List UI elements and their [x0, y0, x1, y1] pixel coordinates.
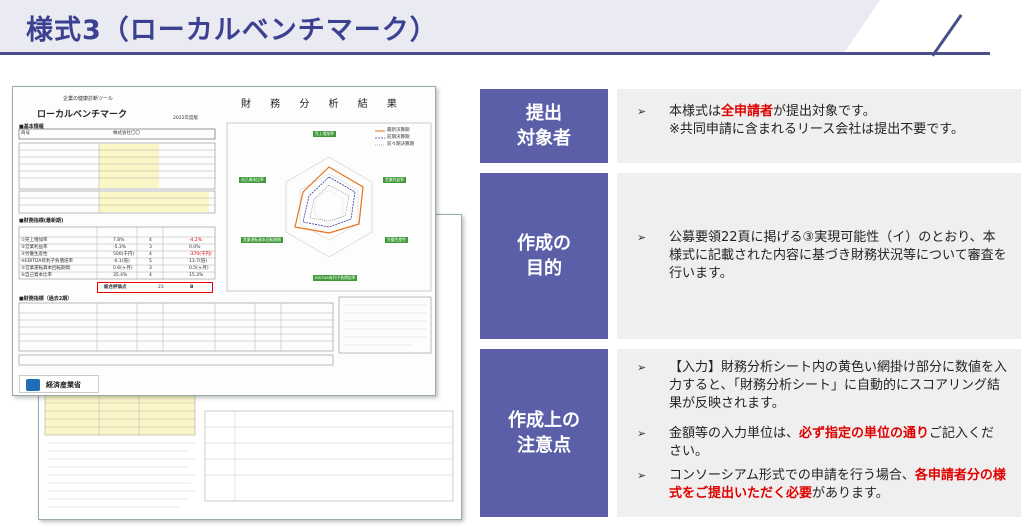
indicator-value: 500(千円) [113, 252, 135, 257]
indicator-name: ⑤営業運転資本回転期間 [21, 266, 71, 271]
bullet-text: コンソーシアム形式での申請を行う場合、各申請者分の様式をご提出いただく必要があり… [669, 467, 1007, 503]
indicator-mean: 0.0% [189, 245, 201, 250]
body-text: 公募要領22頁に掲げる③実現可能性（イ）のとおり、本様式に記載された内容に基づき… [669, 230, 1007, 281]
highlight-text: 必ず指定の単位の通り [799, 426, 930, 441]
legend-entry: 前期決算期 [387, 135, 410, 140]
indicator-score: 4 [149, 252, 152, 257]
indicator-score: 3 [149, 245, 152, 250]
section-financial: ■財務指標(最新期) [19, 218, 64, 224]
title-background [0, 0, 880, 52]
indicator-name: ④EBITDA有利子負債倍率 [21, 259, 74, 264]
label-purpose-text: 作成の 目的 [517, 233, 571, 279]
legend-entry: 前々期決算期 [387, 142, 414, 147]
indicator-name: ⑥自己資本比率 [21, 273, 53, 278]
total-score-value: 23 [158, 285, 164, 290]
body-text: があります。 [812, 486, 889, 501]
radar-axis-label: EBITDA有利子負債倍率 [313, 275, 358, 281]
indicator-name: ①売上増加率 [21, 238, 48, 243]
indicator-mean: -370(千円) [189, 252, 212, 257]
body-text: ご記入ください。 [669, 426, 995, 459]
indicator-mean: -4.2% [189, 238, 203, 243]
form-sheet-front: 企業の健康診断ツール ローカルベンチマーク 2022年度版 財 務 分 析 結 … [12, 86, 436, 396]
company-value: 株式会社〇〇 [113, 131, 140, 136]
indicator-value: 35.4% [113, 273, 128, 278]
bullet-icon: ➢ [637, 105, 647, 118]
body-text: 本様式は [669, 104, 722, 119]
indicator-name: ③労働生産性 [21, 252, 48, 257]
content-target: ➢ 本様式は全申請者が提出対象です。 ※共同申請に含まれるリース会社は提出不要です… [617, 89, 1021, 163]
total-score-box: 総合評価点 23 B [97, 282, 213, 293]
radar-axis-label: 労働生産性 [385, 237, 408, 243]
company-label: 商号 [21, 131, 30, 136]
indicator-score: 4 [149, 238, 152, 243]
bullet-text: 本様式は全申請者が提出対象です。 ※共同申請に含まれるリース会社は提出不要です。 [669, 103, 1007, 139]
radar-axis-label: 営業利益率 [383, 177, 406, 183]
logo-subtitle: 企業の健康診断ツール [63, 96, 114, 102]
legend-entry: 最新決算期 [387, 128, 410, 133]
body-text: 金額等の入力単位は、 [669, 426, 800, 441]
indicator-score: 4 [149, 273, 152, 278]
bullet-text: 金額等の入力単位は、必ず指定の単位の通りご記入ください。 [669, 425, 1007, 461]
meti-icon [26, 379, 40, 391]
indicator-name: ②営業利益率 [21, 245, 48, 250]
year-label: 2022年度版 [173, 116, 198, 121]
total-score-label: 総合評価点 [104, 285, 127, 290]
body-text: 【入力】財務分析シート内の黄色い網掛け部分に数値を入力すると、「財務分析シート」… [669, 360, 1008, 411]
indicator-value: 7.8% [113, 238, 125, 243]
section-basic-info: ■基本情報 [19, 124, 44, 130]
label-target: 提出 対象者 [480, 89, 608, 163]
title-underline [0, 52, 990, 55]
bullet-icon: ➢ [637, 231, 647, 244]
indicator-value: -0.1(倍) [113, 259, 130, 264]
header: 様式3（ローカルベンチマーク） [0, 0, 1024, 58]
grade-value: B [190, 285, 194, 290]
bullet-text: 公募要領22頁に掲げる③実現可能性（イ）のとおり、本様式に記載された内容に基づき… [669, 229, 1007, 283]
form-grid [18, 122, 432, 366]
indicator-score: 5 [149, 259, 152, 264]
local-benchmark-logo: 企業の健康診断ツール ローカルベンチマーク [31, 93, 141, 123]
bullet-icon: ➢ [637, 361, 647, 374]
indicator-mean: 13.7(倍) [189, 259, 208, 264]
indicator-mean: 15.3% [189, 273, 204, 278]
highlight-text: 全申請者 [721, 104, 774, 119]
indicator-value: 0.6(ヶ月) [113, 266, 133, 271]
bullet-text: 【入力】財務分析シート内の黄色い網掛け部分に数値を入力すると、「財務分析シート」… [669, 359, 1007, 413]
indicator-value: -5.3% [113, 245, 127, 250]
title-diagonal-line [931, 14, 963, 57]
indicator-score: 3 [149, 266, 152, 271]
label-target-text: 提出 対象者 [517, 103, 571, 149]
label-notes-text: 作成上の 注意点 [508, 410, 580, 456]
radar-axis-label: 営業運転資本回転期間 [241, 237, 283, 243]
section-past-financial: ■財務指標（過去2期） [19, 296, 73, 302]
content-purpose: ➢ 公募要領22頁に掲げる③実現可能性（イ）のとおり、本様式に記載された内容に基づ… [617, 173, 1021, 339]
label-notes: 作成上の 注意点 [480, 349, 608, 517]
label-purpose: 作成の 目的 [480, 173, 608, 339]
body-text: が提出対象です。 ※共同申請に含まれるリース会社は提出不要です。 [669, 104, 964, 137]
meti-logo: 経済産業省 [19, 375, 99, 393]
sheet-title: 財 務 分 析 結 果 [241, 99, 405, 110]
bullet-icon: ➢ [637, 427, 647, 440]
radar-axis-label: 売上増加率 [313, 131, 336, 137]
meti-name: 経済産業省 [46, 381, 81, 389]
indicator-mean: 0.5(ヶ月) [189, 266, 209, 271]
content-notes: ➢ 【入力】財務分析シート内の黄色い網掛け部分に数値を入力すると、「財務分析シート… [617, 349, 1021, 517]
body-text: コンソーシアム形式での申請を行う場合、 [669, 468, 915, 483]
radar-axis-label: 自己資本比率 [239, 177, 266, 183]
page-title: 様式3（ローカルベンチマーク） [26, 15, 438, 46]
bullet-icon: ➢ [637, 469, 647, 482]
logo-title: ローカルベンチマーク [37, 110, 128, 120]
highlight-text: 各申請者分の様式をご提出いただく必要 [669, 468, 1006, 501]
